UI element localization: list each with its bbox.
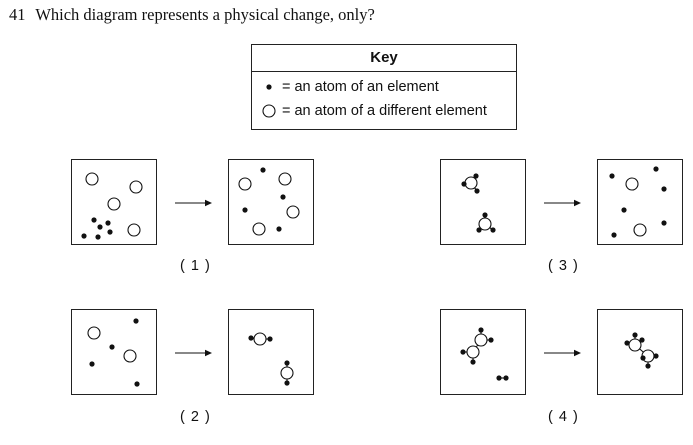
choice-3-after-panel-drawing <box>609 166 667 238</box>
choice-4-after-panel-drawing <box>624 332 659 369</box>
open-atom <box>628 338 642 352</box>
filled-atom <box>640 355 646 361</box>
filled-atom <box>476 227 482 233</box>
filled-atom <box>661 186 667 192</box>
filled-atom <box>632 332 638 338</box>
open-atom <box>466 345 480 359</box>
choice-1-after-panel <box>228 159 314 245</box>
open-atom <box>252 222 266 236</box>
choice-1-before-panel-drawing <box>81 172 143 240</box>
filled-atom <box>639 337 645 343</box>
choice-1-before-panel <box>71 159 157 245</box>
filled-atom <box>611 232 617 238</box>
choice-2-after-panel <box>228 309 314 395</box>
filled-atom <box>482 212 488 218</box>
key-box: Key = an atom of an element = an atom of… <box>251 44 517 130</box>
choice-2-before-panel <box>71 309 157 395</box>
choice-4-label: ( 4 ) <box>548 409 579 425</box>
open-atom <box>478 217 492 231</box>
choice-4-after-panel <box>597 309 683 395</box>
filled-atom <box>503 375 509 381</box>
reaction-arrow-icon <box>544 349 581 357</box>
open-atom <box>278 172 292 186</box>
open-atom <box>127 223 141 237</box>
open-atom <box>87 326 101 340</box>
filled-atom <box>242 207 248 213</box>
reaction-arrow-icon <box>544 199 581 207</box>
open-atom <box>107 197 121 211</box>
choice-2-after-panel-drawing <box>248 332 294 386</box>
choice-3-before-panel <box>440 159 526 245</box>
filled-atom <box>460 349 466 355</box>
filled-atom <box>81 233 87 239</box>
key-title: Key <box>252 45 516 72</box>
filled-atom <box>134 381 140 387</box>
reaction-arrow-icon <box>175 199 212 207</box>
filled-atom <box>624 340 630 346</box>
choice-2-before-panel-drawing <box>87 318 140 387</box>
open-atom <box>474 333 488 347</box>
filled-atom <box>276 226 282 232</box>
open-atom <box>85 172 99 186</box>
filled-atom <box>89 361 95 367</box>
filled-atom-icon <box>266 84 272 90</box>
open-atom-icon <box>262 104 276 118</box>
filled-atom <box>609 173 615 179</box>
choice-1-label: ( 1 ) <box>180 258 211 274</box>
choice-2-label: ( 2 ) <box>180 409 211 425</box>
open-atom <box>123 349 137 363</box>
filled-atom <box>621 207 627 213</box>
choice-3-label: ( 3 ) <box>548 258 579 274</box>
filled-atom <box>260 167 266 173</box>
question-number: 41 <box>9 5 26 24</box>
question: 41 Which diagram represents a physical c… <box>9 5 375 25</box>
filled-atom <box>653 353 659 359</box>
filled-atom <box>661 220 667 226</box>
filled-atom <box>488 337 494 343</box>
open-atom <box>464 176 478 190</box>
filled-atom <box>95 234 101 240</box>
filled-atom <box>490 227 496 233</box>
open-atom <box>286 205 300 219</box>
filled-atom <box>280 194 286 200</box>
choice-1-after-panel-drawing <box>238 167 300 236</box>
filled-atom <box>496 375 502 381</box>
filled-atom <box>107 229 113 235</box>
choice-4-before-panel <box>440 309 526 395</box>
filled-atom <box>478 327 484 333</box>
filled-atom <box>91 217 97 223</box>
filled-atom <box>133 318 139 324</box>
key-row-filled: = an atom of an element <box>252 75 516 99</box>
open-atom <box>238 177 252 191</box>
choice-3-after-panel <box>597 159 683 245</box>
reaction-arrow-icon <box>175 349 212 357</box>
open-atom <box>625 177 639 191</box>
choice-4-before-panel-drawing <box>460 327 509 381</box>
filled-atom <box>105 220 111 226</box>
key-row-open: = an atom of a different element <box>252 99 516 123</box>
filled-atom <box>645 363 651 369</box>
filled-atom <box>248 335 254 341</box>
choice-3-before-panel-drawing <box>461 173 496 233</box>
filled-atom <box>653 166 659 172</box>
open-atom <box>129 180 143 194</box>
key-open-desc: = an atom of a different element <box>282 103 487 119</box>
key-filled-desc: = an atom of an element <box>282 79 439 95</box>
filled-atom <box>97 224 103 230</box>
filled-atom <box>284 380 290 386</box>
open-atom <box>280 366 294 380</box>
filled-atom <box>474 188 480 194</box>
filled-atom <box>109 344 115 350</box>
filled-atom <box>284 360 290 366</box>
filled-atom <box>470 359 476 365</box>
filled-atom <box>461 181 467 187</box>
open-atom <box>253 332 267 346</box>
filled-atom <box>267 336 273 342</box>
open-atom <box>633 223 647 237</box>
question-text: Which diagram represents a physical chan… <box>35 5 375 24</box>
filled-atom <box>473 173 479 179</box>
